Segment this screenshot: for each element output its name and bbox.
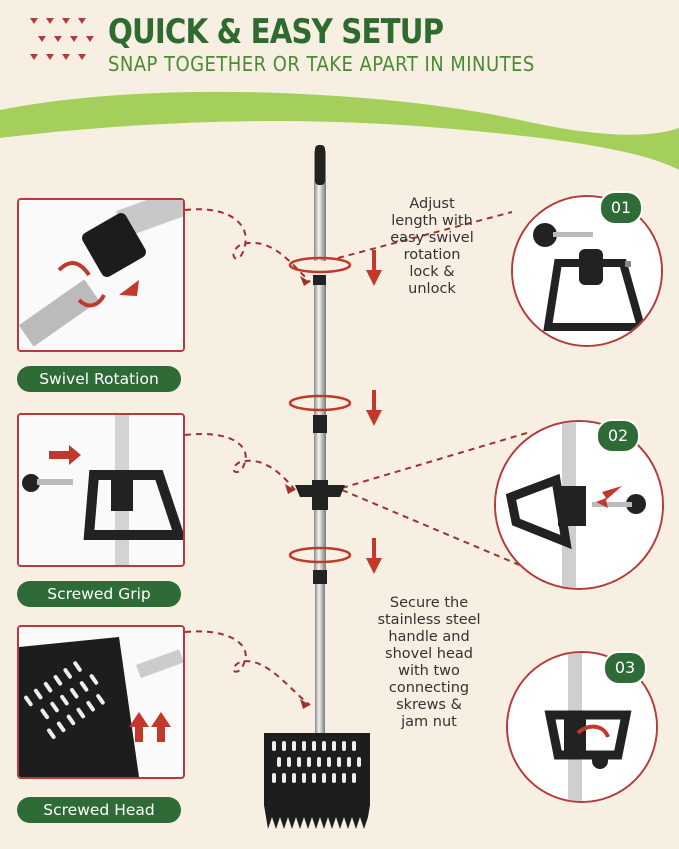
down-arrows-decoration [366, 250, 382, 574]
page-title: QUICK & EASY SETUP [108, 12, 444, 52]
pooper-scooper-product [264, 145, 370, 829]
screwed-grip-panel [17, 413, 185, 567]
step-02-badge: 02 [596, 419, 640, 453]
step-02-circle [494, 420, 664, 590]
screwed-head-image [19, 627, 183, 777]
triangle-pattern-decoration [30, 18, 94, 60]
swivel-rotation-label: Swivel Rotation [17, 366, 181, 392]
screwed-grip-image [19, 415, 183, 565]
step-01-badge: 01 [599, 191, 643, 225]
step-03-circle [506, 651, 658, 803]
screwed-head-label: Screwed Head [17, 797, 181, 823]
swivel-rotation-panel [17, 198, 185, 352]
step-03-badge: 03 [603, 651, 647, 685]
page-subtitle: SNAP TOGETHER OR TAKE APART IN MINUTES [108, 52, 535, 76]
screwed-head-panel [17, 625, 185, 779]
green-wave-decoration [0, 91, 679, 170]
screwed-grip-label: Screwed Grip [17, 581, 181, 607]
swivel-rotation-image [19, 200, 183, 350]
grip-assembly-image [496, 422, 662, 588]
